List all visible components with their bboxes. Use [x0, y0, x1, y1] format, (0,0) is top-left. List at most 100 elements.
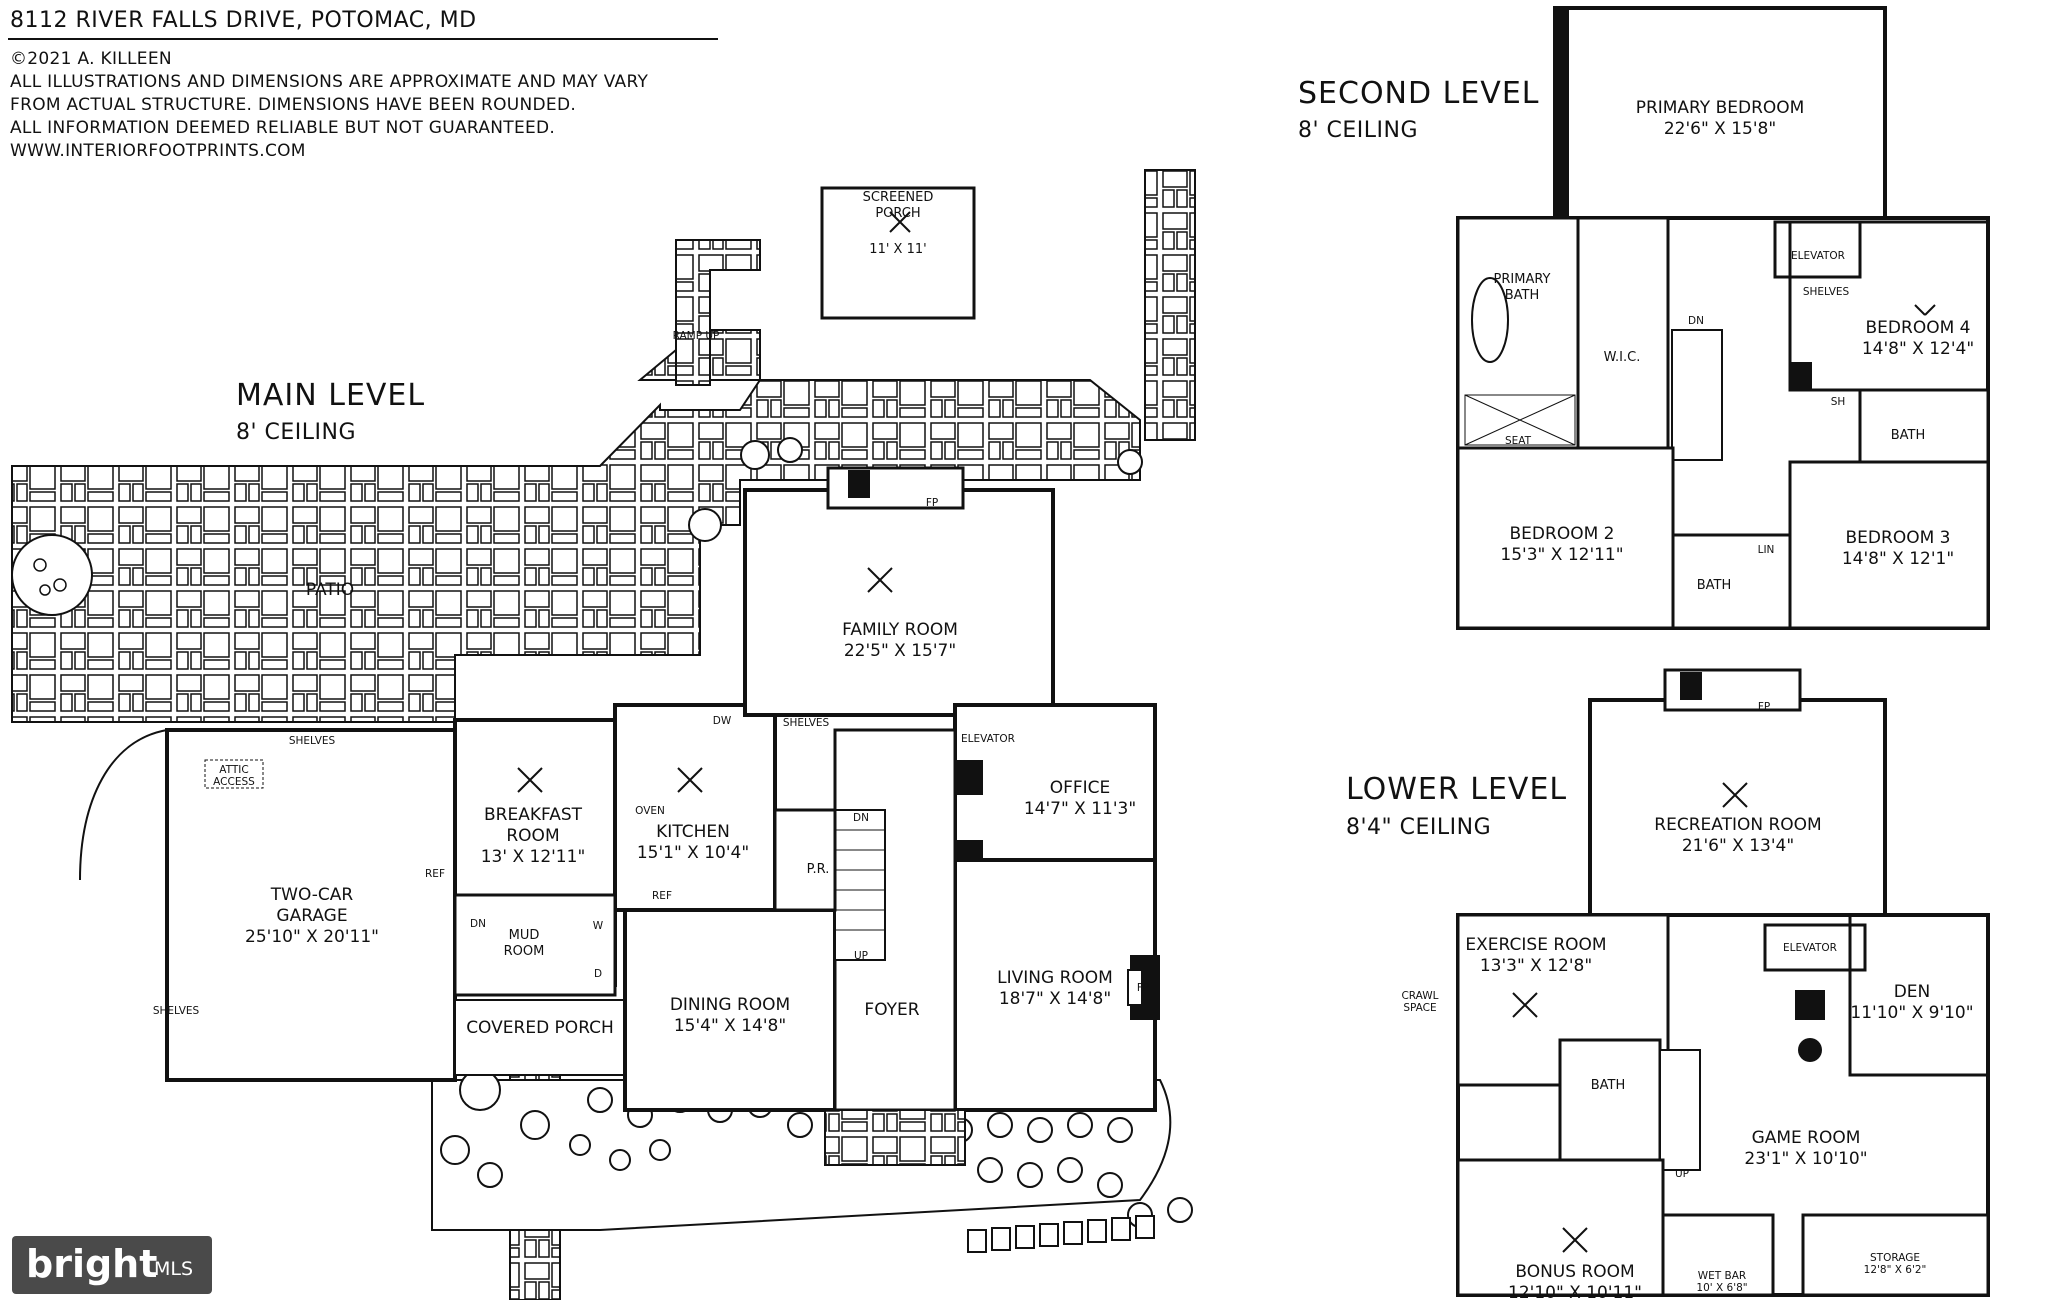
family-room [743, 488, 1055, 717]
bright-mls-watermark: bright MLS [12, 1236, 212, 1294]
second-level-title: SECOND LEVEL [1298, 76, 1540, 111]
lower-level-title: LOWER LEVEL [1346, 772, 1568, 807]
stairs-main [834, 809, 886, 961]
ramp-walk [675, 239, 761, 386]
main-level-title: MAIN LEVEL [236, 378, 426, 413]
label-elevator-low: ELEVATOR [1783, 942, 1837, 954]
label-dn-garage: DN [470, 918, 486, 930]
stepping-stones [967, 1215, 1155, 1253]
label-dw: DW [712, 715, 732, 727]
label-fp-lower: FP [1757, 701, 1771, 713]
room-patio: PATIO [305, 580, 355, 600]
elevator-low [1763, 923, 1867, 972]
label-shelves-garage: SHELVES [288, 735, 336, 747]
label-elevator-up: ELEVATOR [1791, 250, 1845, 262]
copyright-line: ©2021 A. KILLEEN [10, 49, 172, 69]
brand-suffix: MLS [154, 1258, 194, 1280]
room-covered-porch: COVERED PORCH [466, 1018, 614, 1038]
tree [11, 534, 93, 616]
label-up-lower: UP [1674, 1168, 1690, 1180]
label-shelves-hall: SHELVES [782, 717, 830, 729]
label-shelves-side: SHELVES [152, 1005, 200, 1017]
disclaimer-line-1: ALL ILLUSTRATIONS AND DIMENSIONS ARE APP… [10, 72, 649, 92]
office [953, 703, 1157, 862]
bath-bed4 [1858, 388, 1990, 464]
label-up-main: UP [853, 950, 869, 962]
brand-text: bright [26, 1242, 158, 1286]
label-dn-main: DN [853, 812, 869, 824]
right-path [1144, 169, 1196, 441]
main-level-ceiling: 8' CEILING [236, 420, 357, 445]
label-ramp-up: RAMP UP [672, 330, 720, 342]
front-planting [431, 1079, 1172, 1231]
label-elevator-main: ELEVATOR [961, 733, 1015, 745]
powder-room [773, 808, 837, 912]
address-underline [8, 38, 718, 40]
ceiling-fan [1914, 304, 1936, 316]
bonus-room [1456, 1158, 1665, 1297]
stairs-up [1671, 329, 1723, 461]
bath-hall [1671, 533, 1792, 630]
room-bath-hall: BATH [1696, 578, 1732, 593]
label-sh: SH [1830, 396, 1846, 408]
label-shelves-up: SHELVES [1802, 286, 1850, 298]
ceiling-fan [1512, 782, 1748, 1253]
label-ref-garage: REF [425, 868, 445, 880]
website-line: WWW.INTERIORFOOTPRINTS.COM [10, 141, 306, 161]
bath-lower [1558, 1038, 1662, 1172]
label-fp-living: FP [1136, 982, 1150, 994]
wet-bar [1661, 1213, 1775, 1297]
covered-porch [454, 999, 626, 1076]
recreation-room [1588, 698, 1887, 917]
address-title: 8112 RIVER FALLS DRIVE, POTOMAC, MD [10, 8, 477, 33]
bedroom-2 [1456, 446, 1675, 630]
label-fp-family: FP [925, 497, 939, 509]
ceiling-fan [517, 211, 911, 793]
room-bath-lower: BATH [1590, 1078, 1626, 1093]
label-seat: SEAT [1504, 435, 1532, 447]
kitchen [613, 703, 777, 912]
shrubs [440, 437, 1193, 1228]
label-d: D [593, 968, 603, 980]
garage [165, 728, 457, 1082]
second-level-ceiling: 8' CEILING [1298, 118, 1419, 143]
patio-stonework [11, 379, 1141, 723]
label-oven: OVEN [635, 805, 665, 817]
den [1848, 913, 1990, 1077]
mud-room [453, 893, 617, 997]
disclaimer-line-2: FROM ACTUAL STRUCTURE. DIMENSIONS HAVE B… [10, 95, 577, 115]
disclaimer-line-3: ALL INFORMATION DEEMED RELIABLE BUT NOT … [10, 118, 556, 138]
wic [1576, 216, 1670, 450]
storage [1801, 1213, 1990, 1297]
screened-porch [820, 186, 976, 320]
room-pr: P.R. [806, 862, 830, 877]
room-foyer: FOYER [864, 1000, 920, 1020]
room-bath-bed4: BATH [1890, 428, 1926, 443]
lower-level-ceiling: 8'4" CEILING [1346, 815, 1492, 840]
stairs-lower [1659, 1049, 1701, 1171]
label-dn-up: DN [1688, 315, 1704, 327]
label-w: W [592, 920, 604, 932]
room-wic: W.I.C. [1603, 350, 1641, 365]
